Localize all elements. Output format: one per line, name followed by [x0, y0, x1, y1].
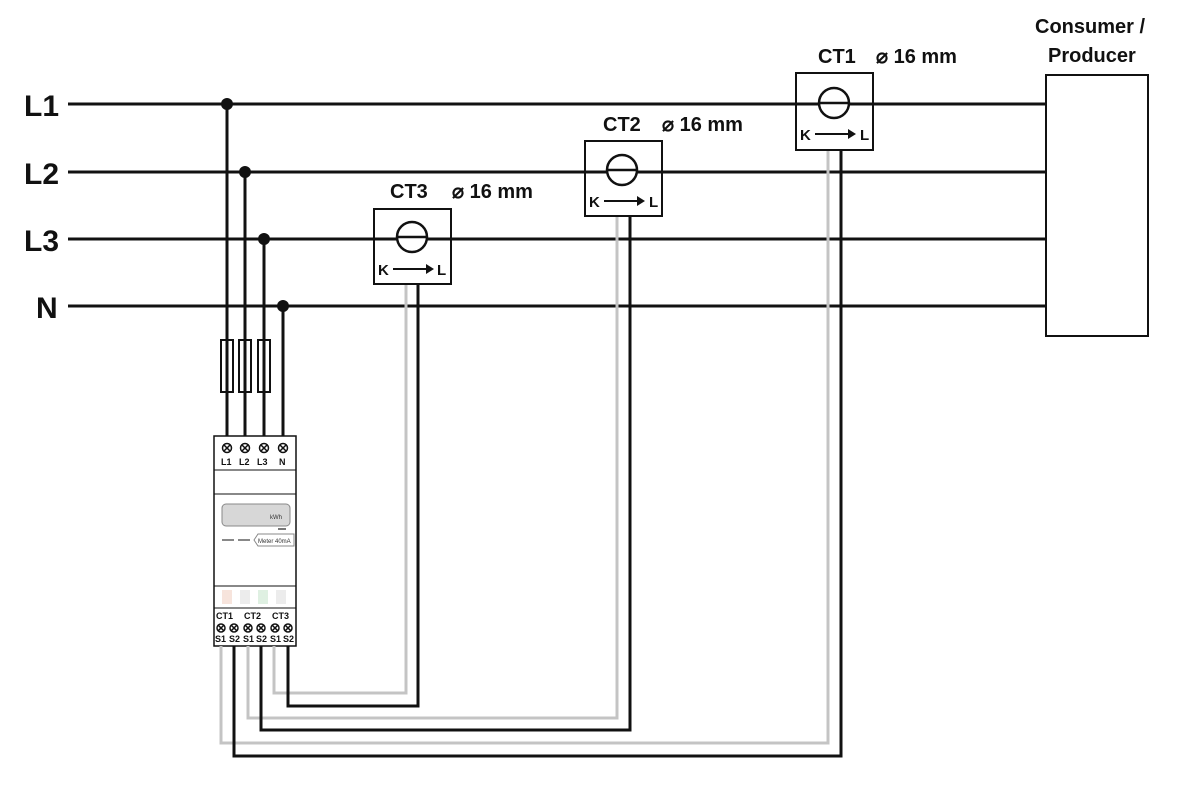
ct2-diameter: ⌀ 16 mm	[662, 114, 743, 136]
arrow-right-icon	[604, 196, 645, 206]
display-unit: kWh	[270, 515, 282, 521]
ct1-diameter: ⌀ 16 mm	[876, 46, 957, 68]
phase-lines: L1 L2 L3 N	[24, 90, 1048, 325]
consumer-producer: Consumer / Producer	[1035, 16, 1149, 337]
terminal-label-l2: L2	[239, 457, 250, 467]
terminal-label-l3: L3	[257, 457, 268, 467]
terminal-label-ct3-s1: S1	[270, 634, 281, 644]
current-transformer-ct3: K L CT3 ⌀ 16 mm	[373, 181, 533, 285]
ct3-diameter: ⌀ 16 mm	[452, 181, 533, 203]
current-transformer-ct2: K L CT2 ⌀ 16 mm	[584, 114, 743, 217]
terminal-label-ct2-s1: S1	[243, 634, 254, 644]
arrow-right-icon	[815, 129, 856, 139]
ct-group-label-2: CT2	[244, 611, 261, 621]
junction-dot-l3	[258, 233, 270, 245]
terminal-label-ct1-s1: S1	[215, 634, 226, 644]
terminal-label-n: N	[279, 457, 286, 467]
screw-icon	[243, 623, 253, 633]
ct2-l-label: L	[649, 194, 658, 211]
consumer-label-line2: Producer	[1048, 45, 1136, 67]
ct3-name: CT3	[390, 181, 428, 203]
energy-meter: L1 L2 L3 N kWh Meter 40mA CT1 CT2 CT3	[213, 435, 297, 647]
screw-icon	[216, 623, 226, 633]
junction-dot-n	[277, 300, 289, 312]
label-l1: L1	[24, 90, 59, 123]
ct3-l-label: L	[437, 262, 446, 279]
screw-icon	[283, 623, 293, 633]
ct-group-label-1: CT1	[216, 611, 233, 621]
consumer-label-line1: Consumer /	[1035, 16, 1145, 38]
screw-icon	[277, 442, 289, 454]
meter-supply-wires	[220, 98, 289, 440]
label-l3: L3	[24, 225, 59, 258]
terminal-label-l1: L1	[221, 457, 232, 467]
ct1-k-label: K	[800, 127, 811, 144]
junction-dot-l1	[221, 98, 233, 110]
screw-icon	[221, 442, 233, 454]
current-transformer-ct1: K L CT1 ⌀ 16 mm	[795, 46, 957, 151]
label-l2: L2	[24, 158, 59, 191]
label-n: N	[36, 292, 58, 325]
screw-icon	[229, 623, 239, 633]
ct3-k-label: K	[378, 262, 389, 279]
screw-icon	[239, 442, 251, 454]
meter-top-terminals: L1 L2 L3 N	[221, 442, 289, 467]
screw-icon	[258, 442, 270, 454]
ct1-name: CT1	[818, 46, 856, 68]
ct-secondary-wiring	[219, 150, 843, 758]
screw-icon	[256, 623, 266, 633]
ct1-l-label: L	[860, 127, 869, 144]
meter-bottom-terminals: S1 S2 S1 S2 S1 S2	[215, 623, 294, 644]
screw-icon	[270, 623, 280, 633]
ct-group-label-3: CT3	[272, 611, 289, 621]
terminal-label-ct2-s2: S2	[256, 634, 267, 644]
junction-dot-l2	[239, 166, 251, 178]
ct2-name: CT2	[603, 114, 641, 136]
pulse-label: Meter 40mA	[258, 539, 291, 545]
arrow-right-icon	[393, 264, 434, 274]
consumer-box	[1045, 74, 1149, 337]
terminal-label-ct3-s2: S2	[283, 634, 294, 644]
terminal-label-ct1-s2: S2	[229, 634, 240, 644]
meter-display	[221, 503, 291, 527]
ct2-k-label: K	[589, 194, 600, 211]
